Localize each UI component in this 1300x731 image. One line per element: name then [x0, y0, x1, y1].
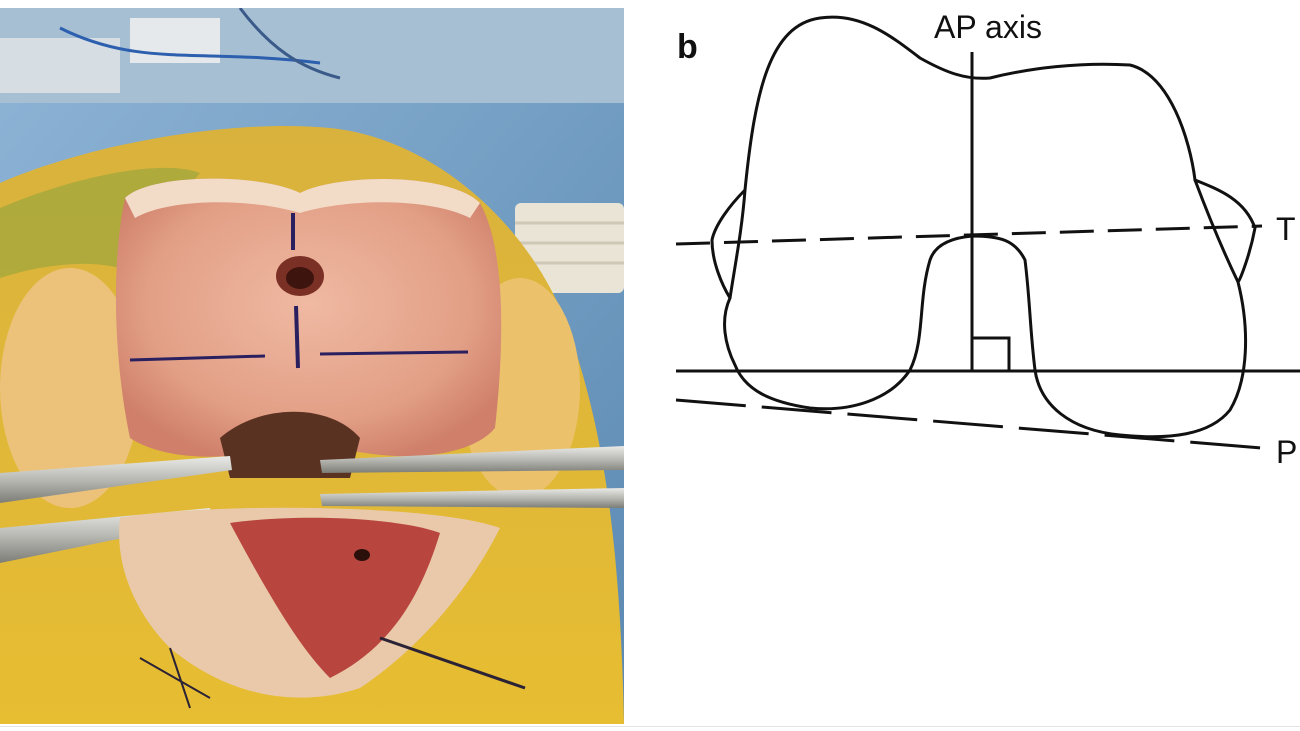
femur-outline: [710, 15, 1257, 439]
towel: [515, 203, 624, 293]
p-line-label: P: [1276, 434, 1297, 470]
ap-axis-label: AP axis: [934, 9, 1042, 45]
tibia-hole: [354, 549, 370, 561]
tubing-2: [238, 8, 341, 80]
right-angle-marker: [972, 336, 1011, 371]
lateral-condyle-edge: [728, 189, 747, 299]
t-line: [675, 224, 1263, 246]
skin-marker-line: [379, 636, 526, 690]
wound-flesh: [230, 517, 440, 678]
skin-marker-marks: [139, 647, 211, 709]
bottom-rule: [0, 726, 1300, 727]
marker-transverse-right: [319, 350, 469, 356]
surgical-photo: [0, 8, 624, 724]
p-line: [675, 398, 1263, 450]
t-line-label: T: [1276, 211, 1296, 247]
soft-tissue-left: [0, 268, 140, 508]
marker-ap-line-bottom: [294, 305, 300, 369]
tubing: [59, 26, 321, 65]
forceps-upper-right: [320, 446, 624, 473]
forceps-upper-left: [0, 456, 232, 503]
medial-condyle-edge: [1193, 179, 1240, 283]
panel-letter-b: b: [677, 28, 698, 66]
marker-transverse-left: [129, 354, 266, 362]
cartilage-rim: [125, 178, 480, 218]
axis-diagram: b AP axis T P: [675, 9, 1300, 470]
hole-inner: [286, 267, 314, 289]
surgical-photo-panel: [0, 8, 624, 724]
equipment-tray: [0, 38, 120, 93]
femur-cut-surface: [115, 178, 502, 457]
axis-diagram-panel: b AP axis T P: [624, 0, 1300, 731]
forceps-lower-right: [320, 488, 624, 508]
